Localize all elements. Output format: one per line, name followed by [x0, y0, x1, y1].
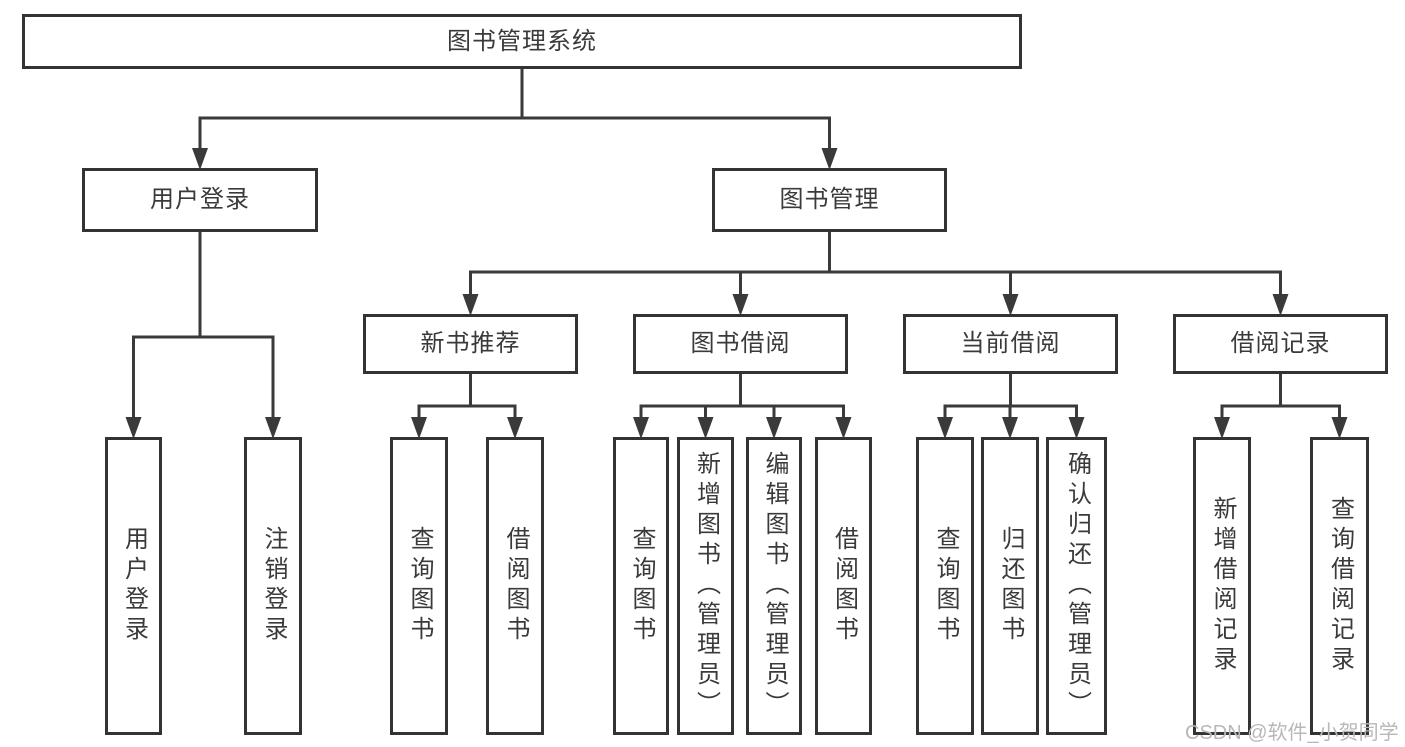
node-bb-edit: 编辑图书（管理员） [746, 437, 802, 735]
node-book-borrow: 图书借阅 [633, 314, 848, 374]
node-cb-return: 归还图书 [981, 437, 1039, 735]
arrowhead [1331, 417, 1348, 439]
node-bb-add: 新增图书（管理员） [677, 437, 734, 735]
node-book-mgmt: 图书管理 [712, 168, 947, 232]
node-bb-query: 查询图书 [613, 437, 669, 735]
arrowhead [462, 294, 479, 316]
node-nb-query: 查询图书 [390, 437, 448, 735]
arrowhead [1068, 417, 1085, 439]
arrowhead [192, 148, 208, 170]
node-cb-confirm: 确认归还（管理员） [1046, 437, 1107, 735]
node-root: 图书管理系统 [22, 14, 1022, 69]
arrowhead [1272, 294, 1289, 316]
node-logout: 注销登录 [244, 437, 302, 735]
node-new-book-rec: 新书推荐 [363, 314, 578, 374]
node-nb-borrow: 借阅图书 [486, 437, 544, 735]
arrowhead [1214, 417, 1230, 439]
node-bb-borrow: 借阅图书 [815, 437, 872, 735]
node-login: 用户登录 [105, 437, 162, 735]
arrowhead [766, 417, 782, 439]
arrowhead [732, 294, 749, 316]
arrowhead [411, 417, 427, 439]
arrowhead [633, 417, 649, 439]
node-cb-query: 查询图书 [916, 437, 974, 735]
arrowhead [1002, 294, 1019, 316]
node-current-borrow: 当前借阅 [903, 314, 1118, 374]
arrowhead [821, 148, 838, 170]
arrowhead [265, 417, 281, 439]
arrowhead [937, 417, 953, 439]
arrowhead [125, 417, 142, 439]
node-br-add: 新增借阅记录 [1193, 437, 1251, 735]
node-borrow-record: 借阅记录 [1173, 314, 1388, 374]
arrowhead [835, 417, 852, 439]
arrowhead [1002, 417, 1018, 439]
node-user-login: 用户登录 [82, 168, 318, 232]
node-br-query: 查询借阅记录 [1310, 437, 1369, 735]
arrowhead [697, 417, 714, 439]
arrowhead [507, 417, 523, 439]
